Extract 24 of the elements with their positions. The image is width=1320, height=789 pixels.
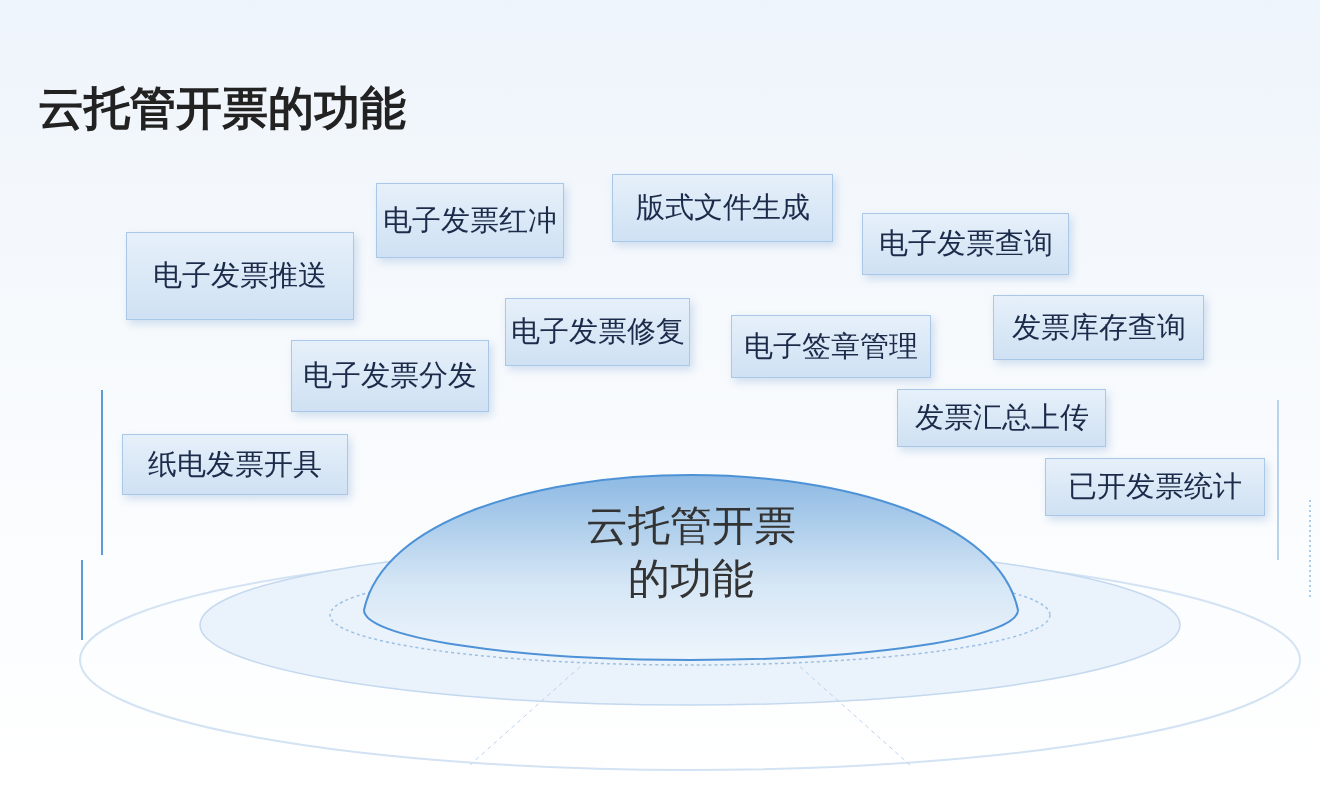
function-card [376, 183, 564, 258]
function-card [505, 298, 690, 366]
function-name: 电子发票分发 [303, 357, 477, 394]
title: 云托管开票的功能 [38, 80, 406, 137]
function-name: 电子发票推送 [153, 257, 327, 294]
function-card [731, 315, 931, 378]
function-card [993, 295, 1204, 360]
function-card [122, 434, 348, 495]
function-card [1045, 458, 1265, 516]
function-name: 电子发票红冲 [383, 201, 557, 239]
function-card [126, 232, 354, 320]
function-name: 电子发票修复 [510, 313, 685, 350]
function-name: 已开发票统计 [1068, 468, 1242, 505]
function-card [897, 389, 1106, 447]
function-card [291, 340, 489, 412]
dome-label: 云托管开票的功能 [585, 500, 797, 605]
function-name: 电子发票查询 [878, 225, 1053, 262]
function-name: 发票汇总上传 [914, 399, 1089, 436]
function-name: 版式文件生成 [635, 189, 810, 226]
function-name: 纸电发票开具 [148, 445, 322, 483]
function-card [612, 174, 833, 242]
function-name: 电子签章管理 [744, 327, 918, 365]
function-card [862, 213, 1069, 275]
function-name: 发票库存查询 [1011, 308, 1186, 346]
